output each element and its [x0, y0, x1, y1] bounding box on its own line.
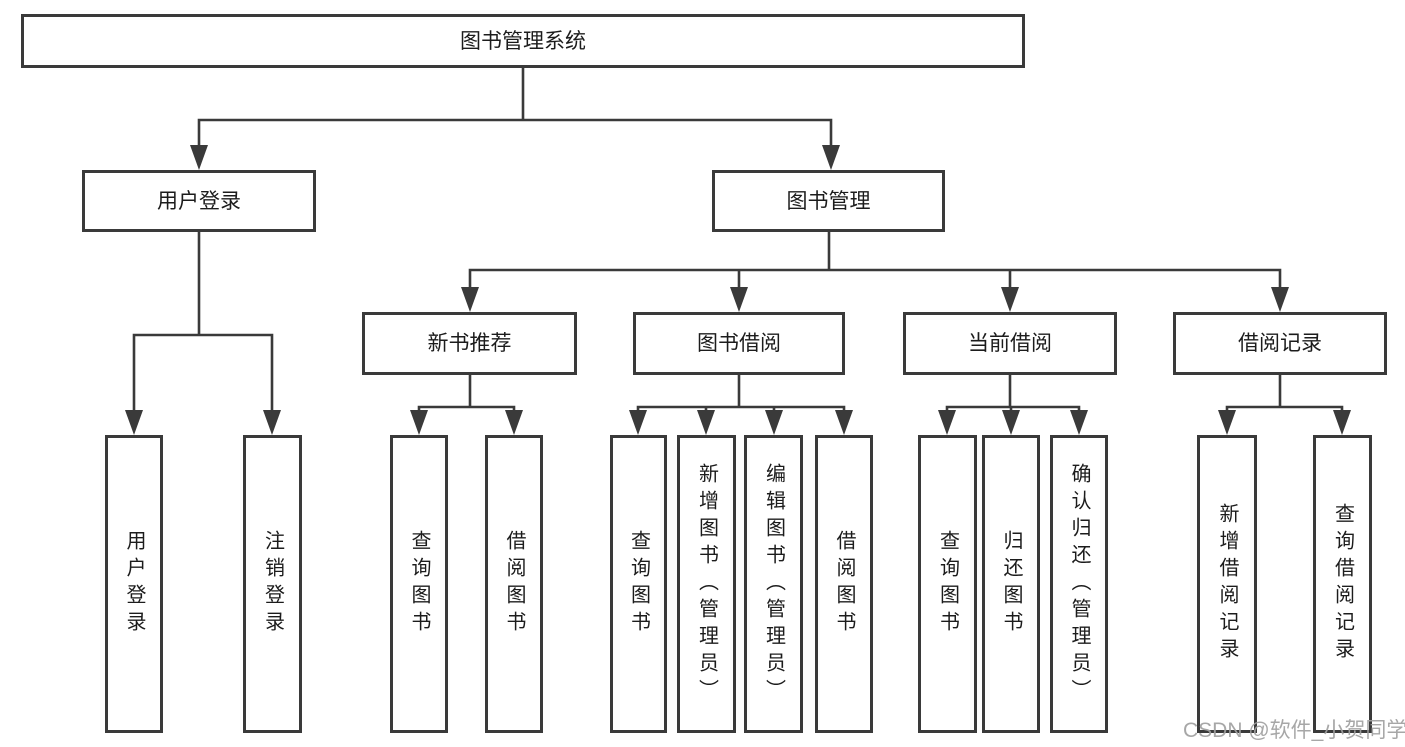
node-label: 当前借阅: [968, 332, 1052, 355]
leaf-confirm-return-admin: 确认归还（管理员）: [1050, 435, 1108, 733]
arrow-down-icon: [1001, 287, 1019, 312]
arrow-down-icon: [1002, 410, 1020, 435]
arrow-down-icon: [1271, 287, 1289, 312]
arrow-down-icon: [1333, 410, 1351, 435]
leaf-query-books-current: 查询图书: [918, 435, 977, 733]
node-label: 编辑图书（管理员）: [762, 462, 785, 706]
node-label: 图书管理系统: [460, 29, 586, 53]
node-label: 图书借阅: [697, 332, 781, 355]
arrow-down-icon: [263, 410, 281, 435]
leaf-user-login: 用户登录: [105, 435, 163, 733]
arrow-down-icon: [629, 410, 647, 435]
arrow-down-icon: [410, 410, 428, 435]
node-user-login: 用户登录: [82, 170, 316, 232]
csdn-watermark: CSDN @软件_小贺同学: [1183, 719, 1405, 742]
leaf-return-book: 归还图书: [982, 435, 1040, 733]
arrow-down-icon: [730, 287, 748, 312]
node-label: 确认归还（管理员）: [1068, 462, 1090, 706]
arrow-down-icon: [822, 145, 840, 170]
node-label: 借阅图书: [833, 530, 855, 638]
arrow-down-icon: [697, 410, 715, 435]
node-root-library-system: 图书管理系统: [21, 14, 1025, 68]
node-label: 借阅图书: [503, 530, 525, 638]
node-label: 归还图书: [1000, 530, 1022, 638]
arrow-down-icon: [1218, 410, 1236, 435]
node-book-management: 图书管理: [712, 170, 945, 232]
node-label: 新书推荐: [427, 332, 512, 355]
leaf-edit-book-admin: 编辑图书（管理员）: [744, 435, 803, 733]
leaf-borrow-books: 借阅图书: [815, 435, 873, 733]
node-label: 注销登录: [261, 530, 284, 638]
leaf-logout: 注销登录: [243, 435, 302, 733]
arrow-down-icon: [505, 410, 523, 435]
arrow-down-icon: [190, 145, 208, 170]
leaf-query-books-borrow: 查询图书: [610, 435, 667, 733]
node-label: 新增图书（管理员）: [695, 462, 718, 706]
node-label: 用户登录: [123, 530, 145, 638]
leaf-add-book-admin: 新增图书（管理员）: [677, 435, 736, 733]
node-label: 图书管理: [786, 189, 871, 213]
leaf-query-borrow-record: 查询借阅记录: [1313, 435, 1372, 733]
node-label: 查询图书: [627, 530, 650, 638]
node-label: 查询图书: [936, 530, 959, 638]
arrow-down-icon: [461, 287, 479, 312]
node-new-book-recommend: 新书推荐: [362, 312, 577, 375]
arrow-down-icon: [835, 410, 853, 435]
node-label: 用户登录: [157, 189, 241, 213]
node-borrow-records: 借阅记录: [1173, 312, 1387, 375]
node-label: 借阅记录: [1238, 332, 1322, 355]
arrow-down-icon: [938, 410, 956, 435]
node-label: 新增借阅记录: [1216, 503, 1238, 665]
arrow-down-icon: [765, 410, 783, 435]
node-current-borrow: 当前借阅: [903, 312, 1117, 375]
node-label: 查询借阅记录: [1331, 503, 1354, 665]
node-label: 查询图书: [408, 530, 430, 638]
leaf-add-borrow-record: 新增借阅记录: [1197, 435, 1257, 733]
arrow-down-icon: [1070, 410, 1088, 435]
node-book-borrow: 图书借阅: [633, 312, 845, 375]
arrow-down-icon: [125, 410, 143, 435]
leaf-query-books-recommend: 查询图书: [390, 435, 448, 733]
leaf-borrow-books-recommend: 借阅图书: [485, 435, 543, 733]
